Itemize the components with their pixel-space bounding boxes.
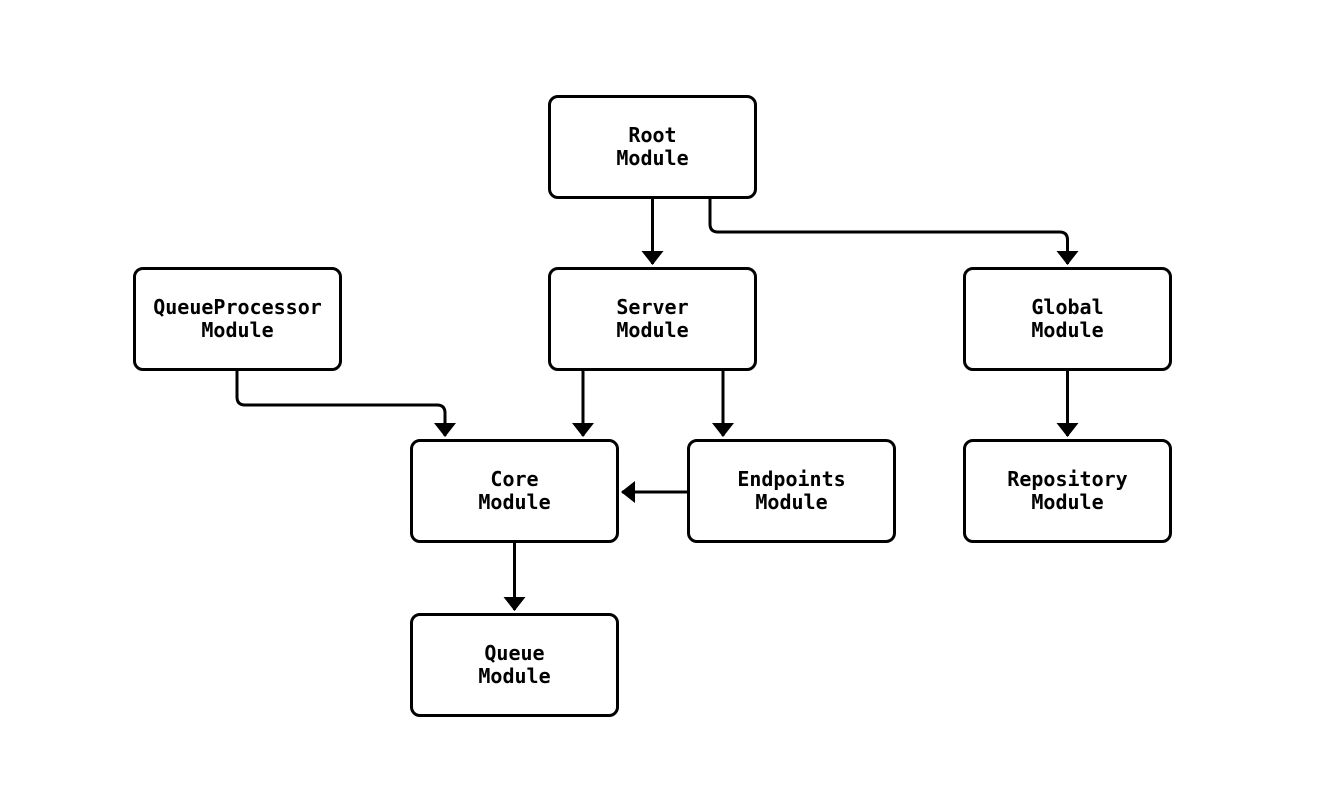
node-server-module-label: Server Module (616, 295, 689, 342)
node-endpoints-module-label: Endpoints Module (737, 467, 846, 514)
node-queue-module-label: Queue Module (478, 641, 551, 688)
node-queueprocessor-module-label: QueueProcessor Module (153, 295, 322, 342)
node-endpoints-module: Endpoints Module (687, 439, 896, 543)
node-root-module-label: Root Module (616, 123, 689, 170)
node-global-module-label: Global Module (1031, 295, 1104, 342)
node-root-module: Root Module (548, 95, 757, 199)
node-repository-module-label: Repository Module (1007, 467, 1128, 514)
node-global-module: Global Module (963, 267, 1172, 371)
node-core-module-label: Core Module (478, 467, 551, 514)
node-queue-module: Queue Module (410, 613, 619, 717)
node-core-module: Core Module (410, 439, 619, 543)
node-repository-module: Repository Module (963, 439, 1172, 543)
edge-queueprocessor-to-core (235, 371, 456, 437)
edge-root-to-global (708, 199, 1079, 265)
node-queueprocessor-module: QueueProcessor Module (133, 267, 342, 371)
node-server-module: Server Module (548, 267, 757, 371)
